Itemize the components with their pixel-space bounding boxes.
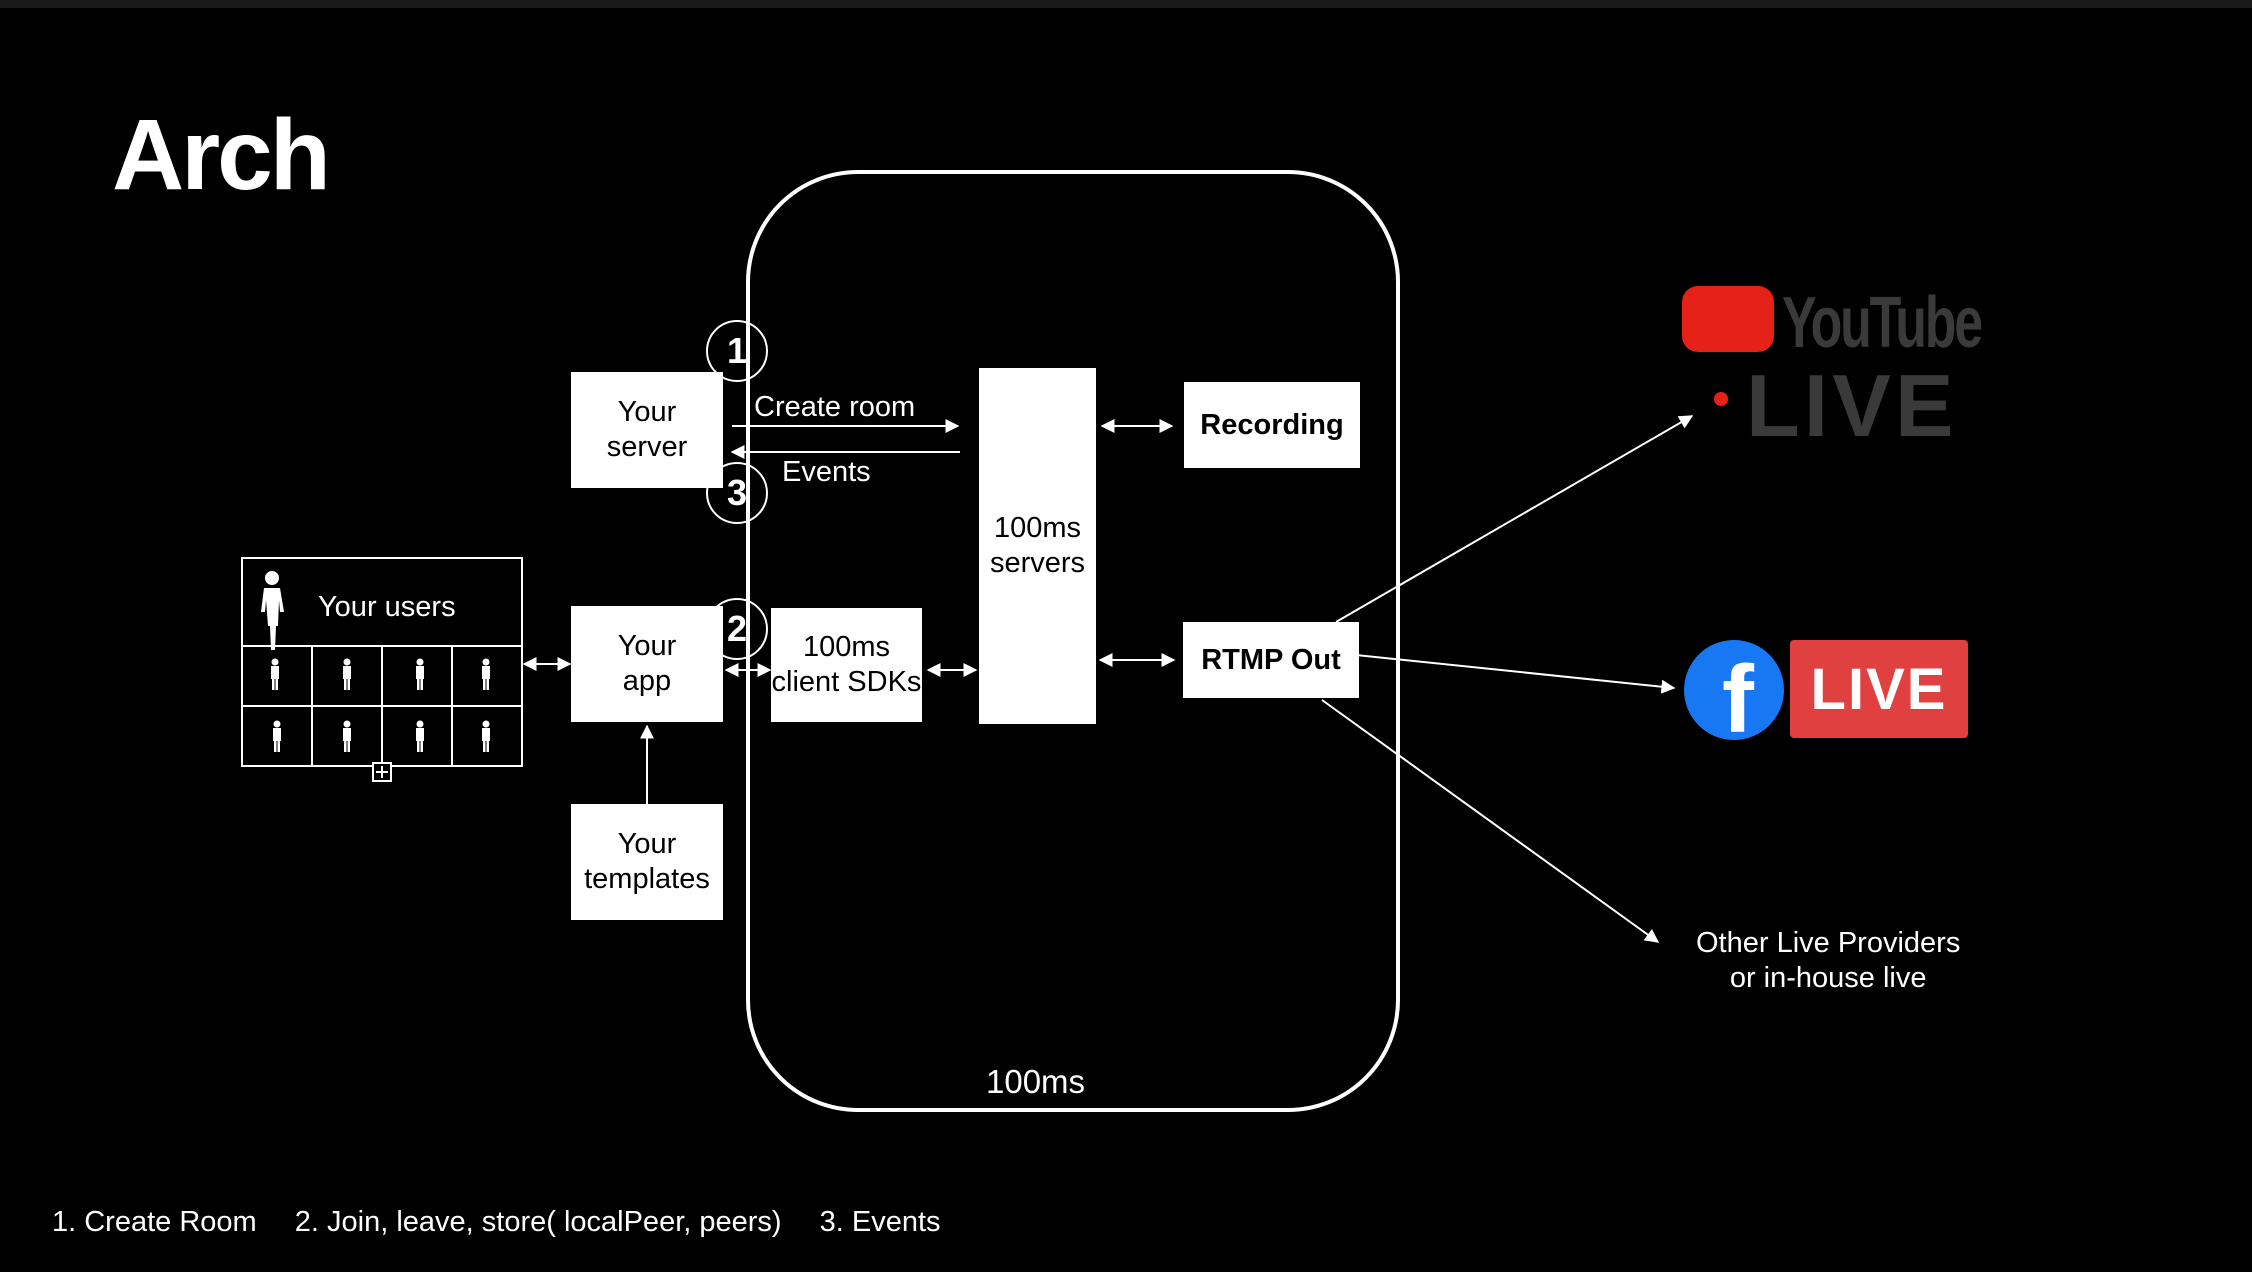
facebook-f: f — [1722, 646, 1754, 741]
legend: 1. Create Room 2. Join, leave, store( lo… — [52, 1206, 971, 1239]
servers-line2: servers — [989, 547, 1086, 579]
events-label: Events — [782, 456, 871, 488]
recording-box: Recording — [1184, 382, 1360, 468]
youtube-live-label: LIVE — [1746, 356, 1958, 455]
rtmp-out-box: RTMP Out — [1183, 622, 1359, 698]
step-1-badge: 1 — [706, 320, 768, 382]
your-app-line1: Your — [617, 630, 677, 662]
your-app-line2: app — [622, 665, 672, 697]
servers-line1: 100ms — [993, 512, 1082, 544]
rtmp-other-arrow — [1321, 699, 1660, 943]
legend-item-2: 2. Join, leave, store( localPeer, peers) — [294, 1206, 782, 1238]
person-icons — [271, 658, 490, 752]
your-server-line2: server — [606, 431, 688, 463]
step-3-badge: 3 — [706, 462, 768, 524]
create-room-label: Create room — [754, 391, 916, 423]
facebook-logo-icon: f — [1684, 640, 1784, 740]
other-live-line1: Other Live Providers — [1696, 927, 1961, 959]
window-top-bar — [0, 0, 2252, 8]
rtmp-youtube-arrow — [1335, 415, 1694, 623]
client-sdks-line1: 100ms — [802, 631, 891, 663]
user-silhouette-icon — [261, 571, 284, 650]
client-sdks-line2: client SDKs — [771, 666, 922, 698]
container-label: 100ms — [986, 1063, 1086, 1100]
your-templates-line2: templates — [584, 863, 710, 895]
page-title: Arch — [112, 99, 331, 211]
facebook-live-badge: LIVE — [1790, 640, 1968, 738]
rtmp-facebook-arrow — [1355, 654, 1676, 694]
youtube-logo-icon — [1682, 286, 1774, 352]
add-user-icon — [372, 762, 392, 782]
step-2-badge: 2 — [706, 598, 768, 660]
your-templates-line1: Your — [617, 828, 677, 860]
recording-label: Recording — [1200, 408, 1344, 441]
youtube-wordmark: YouTube — [1782, 283, 1983, 363]
other-live-line2: or in-house live — [1729, 962, 1927, 994]
users-label: Your users — [318, 591, 456, 623]
live-dot-icon — [1714, 392, 1728, 406]
your-server-line1: Your — [617, 396, 677, 428]
legend-item-1: 1. Create Room — [52, 1206, 257, 1238]
rtmp-out-label: RTMP Out — [1201, 643, 1341, 676]
other-live-label: Other Live Providers or in-house live — [1696, 926, 1960, 996]
legend-item-3: 3. Events — [819, 1206, 941, 1238]
